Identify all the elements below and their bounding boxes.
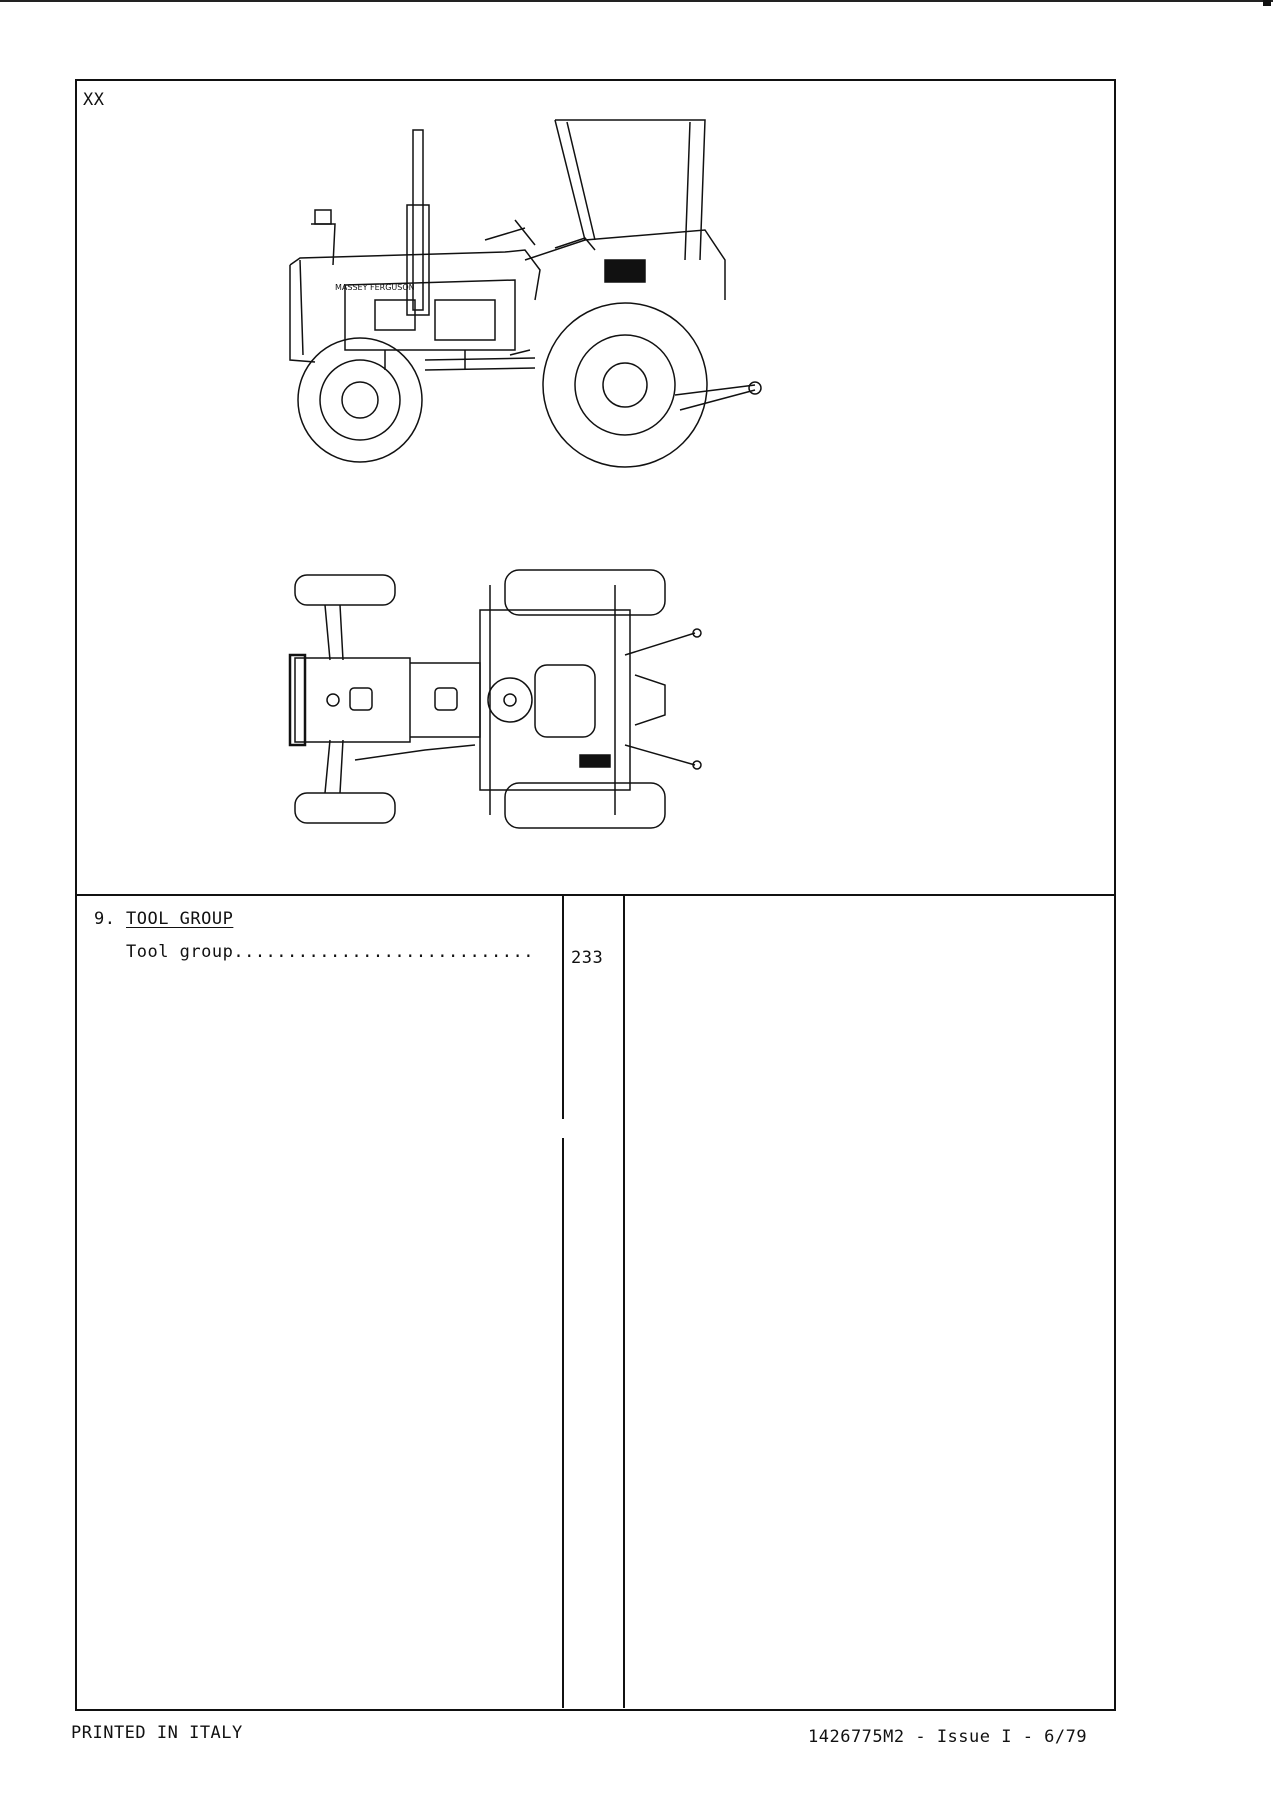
column-line-left-upper bbox=[562, 895, 564, 1119]
footer-doc-id: 1426775M2 - Issue I - 6/79 bbox=[808, 1727, 1088, 1747]
fender bbox=[509, 229, 726, 356]
steering-wheel-top bbox=[487, 677, 533, 723]
side-view-logo: MASSEY FERGUSON bbox=[335, 283, 415, 292]
column-line-right bbox=[623, 895, 625, 1708]
front-wheel-right bbox=[294, 792, 396, 824]
rear-wheel-right bbox=[504, 782, 666, 829]
front-wheel-left bbox=[294, 574, 396, 606]
seat-top bbox=[534, 664, 596, 738]
footer-printed: PRINTED IN ITALY bbox=[71, 1723, 243, 1743]
engine-details bbox=[344, 279, 516, 370]
rops-frame bbox=[554, 119, 706, 261]
steering-wheel bbox=[484, 219, 536, 246]
seat bbox=[554, 237, 596, 251]
exhaust-stack bbox=[412, 129, 424, 311]
figure-label: XX bbox=[83, 90, 105, 110]
scan-mark bbox=[1263, 0, 1271, 6]
hood bbox=[289, 249, 541, 363]
rear-wheel-left bbox=[504, 569, 666, 616]
toc-entry-page[interactable]: 233 bbox=[571, 948, 604, 968]
section-divider bbox=[75, 894, 1115, 896]
section-title: TOOL GROUP bbox=[126, 909, 234, 929]
rear-wheel bbox=[542, 302, 708, 468]
tractor-top-view bbox=[288, 569, 702, 829]
column-line-left-lower bbox=[562, 1138, 564, 1708]
section-number: 9. bbox=[94, 909, 116, 929]
front-wheel bbox=[297, 337, 423, 463]
tractor-side-view: MASSEY FERGUSON bbox=[289, 119, 762, 468]
lift-arms bbox=[624, 632, 696, 766]
toc-entry-label[interactable]: Tool group............................ bbox=[126, 942, 534, 962]
scan-edge bbox=[0, 0, 1273, 2]
drawbar bbox=[674, 384, 756, 411]
fender-frame bbox=[479, 609, 631, 791]
rear-light bbox=[604, 259, 646, 283]
hood-top bbox=[294, 657, 411, 743]
